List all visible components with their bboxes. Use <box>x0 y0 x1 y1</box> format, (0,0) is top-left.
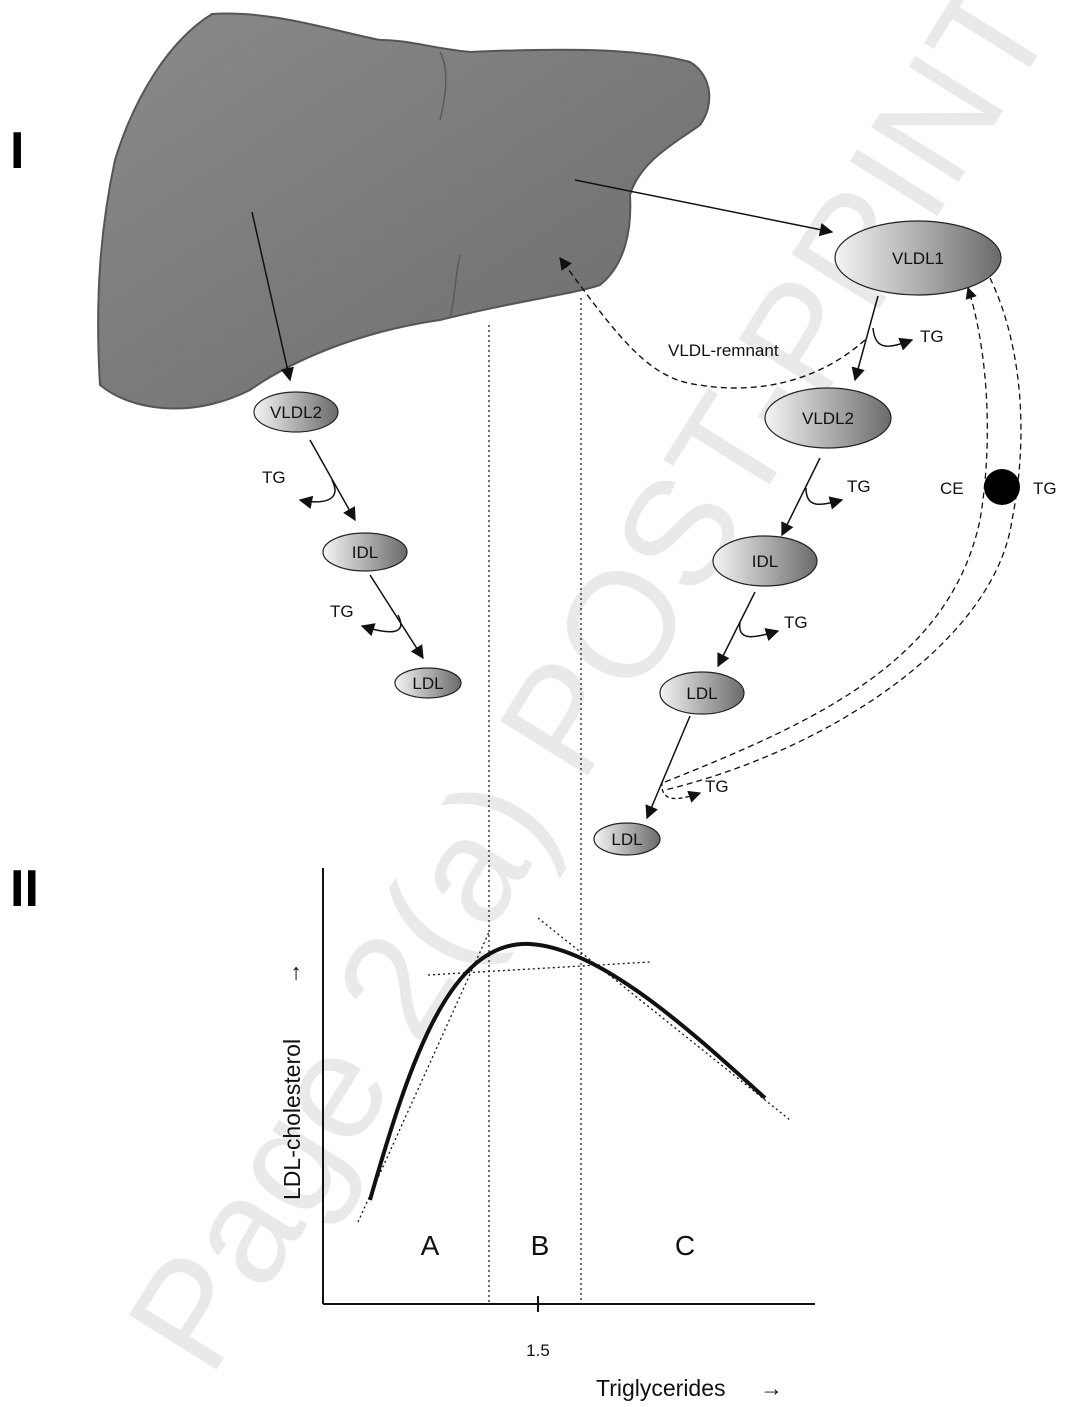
vldl2-left-label: VLDL2 <box>270 403 322 422</box>
region-a-label: A <box>421 1230 440 1261</box>
arrow-ldl-to-small-ldl <box>647 716 690 818</box>
vldl2-right-label: VLDL2 <box>802 409 854 428</box>
tg-release-2 <box>362 615 401 632</box>
tg-release-r3 <box>662 782 700 799</box>
x-axis-arrow: → <box>760 1375 783 1401</box>
tg-release-r1 <box>806 488 842 504</box>
tg-left-1: TG <box>262 468 286 487</box>
region-c-label: C <box>675 1230 695 1261</box>
y-axis-arrow: → <box>279 962 305 985</box>
tg-right-3: TG <box>705 777 729 796</box>
y-axis-title: LDL-cholesterol <box>279 1039 305 1200</box>
idl-left-label: IDL <box>352 543 378 562</box>
tg-right-1: TG <box>847 477 871 496</box>
tangent-c <box>538 918 790 1120</box>
tg-left-2: TG <box>330 602 354 621</box>
tg-release-1 <box>300 480 335 502</box>
panel-1-label: I <box>10 122 24 180</box>
arrow-idl-to-ldl <box>370 575 423 658</box>
vldl1-label: VLDL1 <box>892 249 944 268</box>
liver-shape <box>98 13 709 408</box>
tg-exchange-label: TG <box>1033 479 1057 498</box>
ldl-left-label: LDL <box>412 674 443 693</box>
ldl-right-label: LDL <box>686 684 717 703</box>
region-b-label: B <box>531 1230 550 1261</box>
tg-release-r2 <box>740 622 778 637</box>
ce-label: CE <box>940 479 964 498</box>
tg-right-0: TG <box>920 327 944 346</box>
cetp-dot <box>984 469 1020 505</box>
idl-right-label: IDL <box>752 552 778 571</box>
tg-right-2: TG <box>784 613 808 632</box>
x-tick-label: 1.5 <box>526 1341 550 1360</box>
x-axis-title: Triglycerides <box>596 1375 726 1401</box>
vldl-remnant-label: VLDL-remnant <box>668 341 779 360</box>
small-ldl-label: LDL <box>611 830 642 849</box>
panel-2-label: II <box>10 860 39 918</box>
